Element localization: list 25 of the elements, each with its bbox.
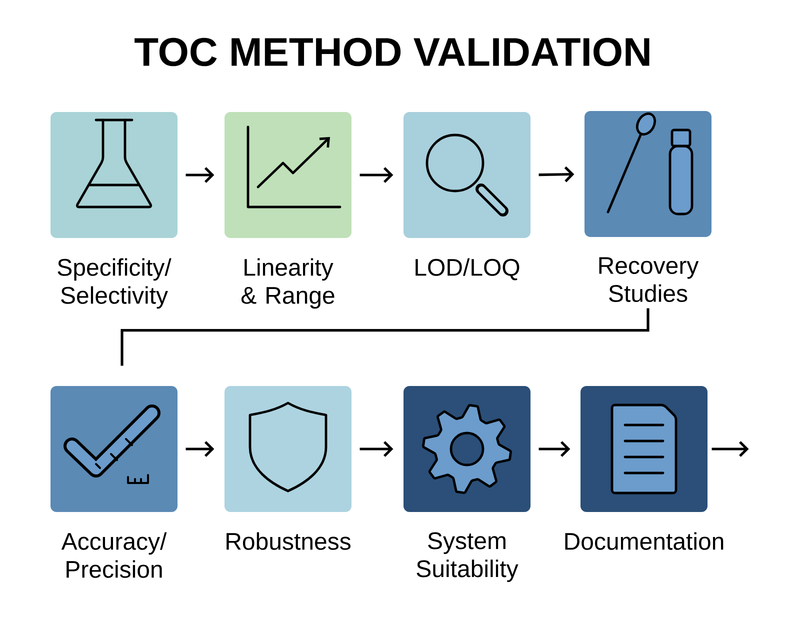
node-label: LOD/LOQ bbox=[416, 258, 520, 280]
node-label: Recovery Studies bbox=[599, 257, 699, 302]
node-label: Accuracy/ Precision bbox=[61, 532, 167, 578]
step-tile: System Suitability bbox=[404, 386, 530, 582]
arrow bbox=[360, 167, 394, 183]
arrow bbox=[360, 441, 394, 457]
step-tile: Documentation bbox=[565, 386, 724, 550]
node-label: Documentation bbox=[565, 532, 724, 550]
step-tile: Specificity/ Selectivity bbox=[50, 112, 178, 309]
node-label: Robustness bbox=[226, 532, 350, 550]
step-tile: Robustness bbox=[224, 386, 352, 550]
step-tile: Recovery Studies bbox=[584, 111, 712, 302]
arrow bbox=[712, 441, 749, 457]
title: TOC METHOD VALIDATION bbox=[134, 38, 650, 66]
step-tile: LOD/LOQ bbox=[404, 112, 530, 280]
arrow bbox=[538, 441, 570, 457]
arrow bbox=[186, 441, 214, 457]
arrow bbox=[186, 167, 214, 183]
step-tile: Linearity & Range bbox=[224, 112, 352, 309]
node-label: System Suitability bbox=[416, 532, 518, 582]
node-label: Specificity/ Selectivity bbox=[58, 258, 172, 309]
arrow bbox=[538, 166, 574, 182]
node-label: Linearity & Range bbox=[241, 258, 334, 309]
step-tile: Accuracy/ Precision bbox=[50, 386, 178, 578]
connector-line bbox=[120, 308, 650, 366]
